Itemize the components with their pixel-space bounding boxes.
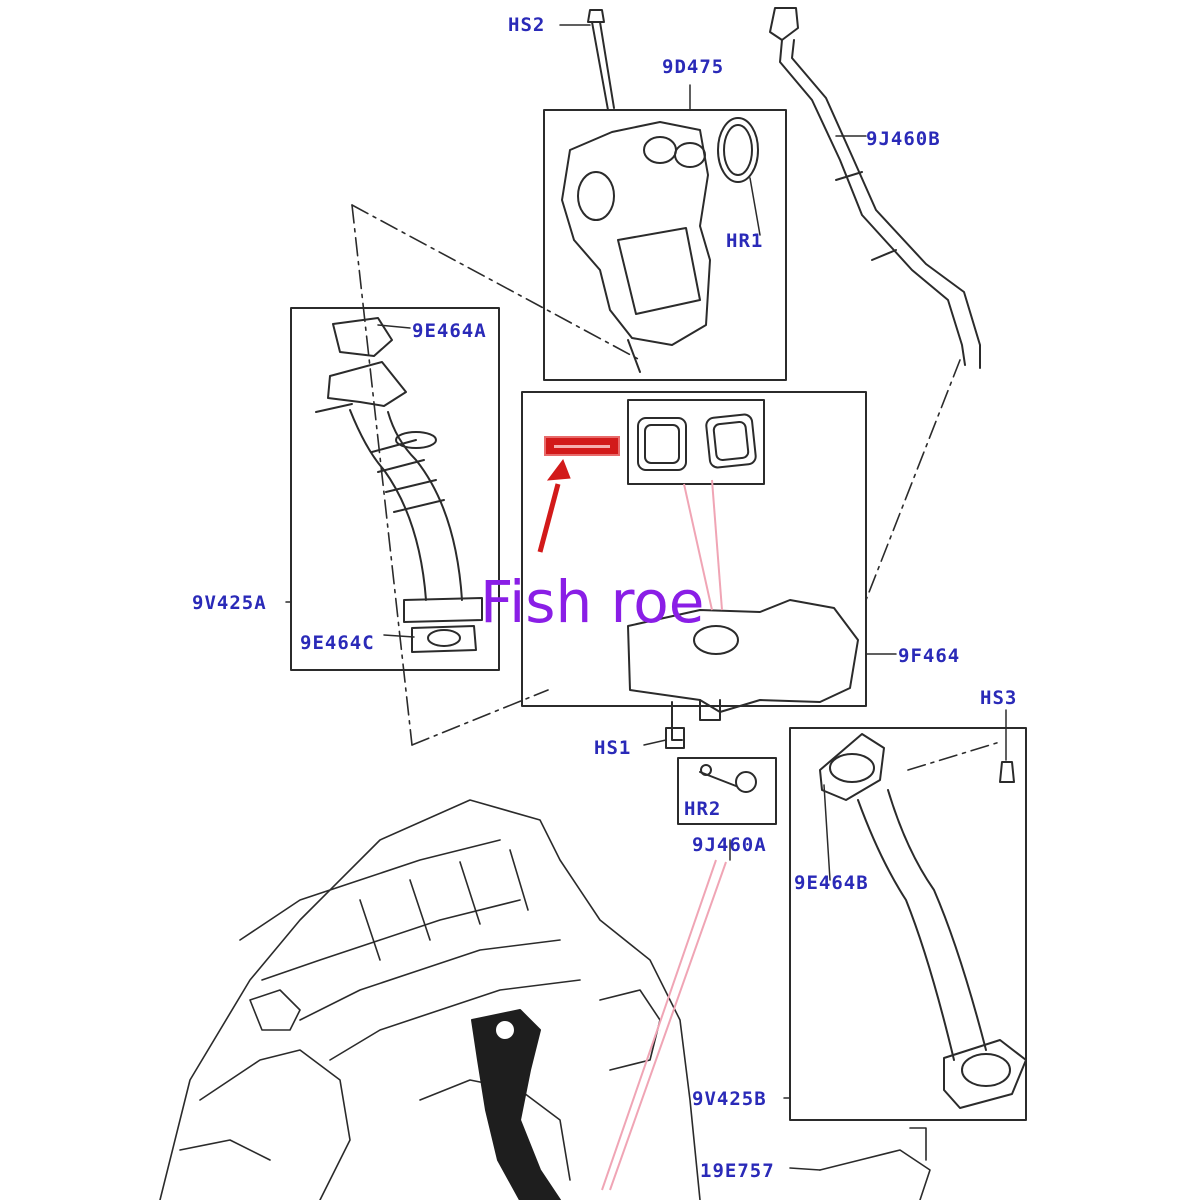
- bolt-hs1: [643, 727, 685, 749]
- label-9v425b: 9V425B: [692, 1088, 767, 1110]
- label-9j460a: 9J460A: [692, 834, 767, 856]
- bolt-hs2: [559, 9, 615, 111]
- box-gaskets: [627, 399, 765, 485]
- pipe-9v425a: [285, 317, 483, 653]
- overlay-text: Fish roe: [480, 568, 705, 636]
- label-9j460b: 9J460B: [866, 128, 941, 150]
- label-9e464a: 9E464A: [412, 320, 487, 342]
- box-hr2: [677, 757, 777, 825]
- label-9d475: 9D475: [662, 56, 725, 78]
- red-arrow-callout: [537, 458, 571, 553]
- pink-leader-lines: [601, 479, 727, 1191]
- bolt-hs3: [999, 709, 1015, 783]
- label-9e464c: 9E464C: [300, 632, 375, 654]
- gasket-1: [637, 417, 687, 471]
- dash-guide-lines: [351, 204, 1001, 771]
- label-9f464: 9F464: [898, 645, 961, 667]
- throttle-body-9d475: [561, 117, 761, 373]
- label-9v425a: 9V425A: [192, 592, 267, 614]
- box-9v425b: [789, 727, 1027, 1121]
- label-9e464b: 9E464B: [794, 872, 869, 894]
- label-19e757: 19E757: [700, 1160, 775, 1182]
- clamp-hr2: [699, 764, 757, 793]
- box-9f464: [521, 391, 867, 707]
- highlighted-egr-pipe: [471, 1009, 561, 1200]
- label-hs3: HS3: [980, 687, 1018, 709]
- egr-valve-9f464: [627, 599, 897, 741]
- pipe-9v425b: [783, 733, 1027, 1109]
- box-9d475: [543, 109, 787, 381]
- hose-9j460b: [769, 7, 981, 369]
- red-part-callout-tag: [544, 436, 620, 456]
- engine-block: [159, 799, 931, 1200]
- gasket-2: [705, 413, 757, 469]
- label-hr2: HR2: [684, 798, 722, 820]
- label-hs1: HS1: [594, 737, 632, 759]
- label-hs2: HS2: [508, 14, 546, 36]
- box-9v425a: [290, 307, 500, 671]
- label-hr1: HR1: [726, 230, 764, 252]
